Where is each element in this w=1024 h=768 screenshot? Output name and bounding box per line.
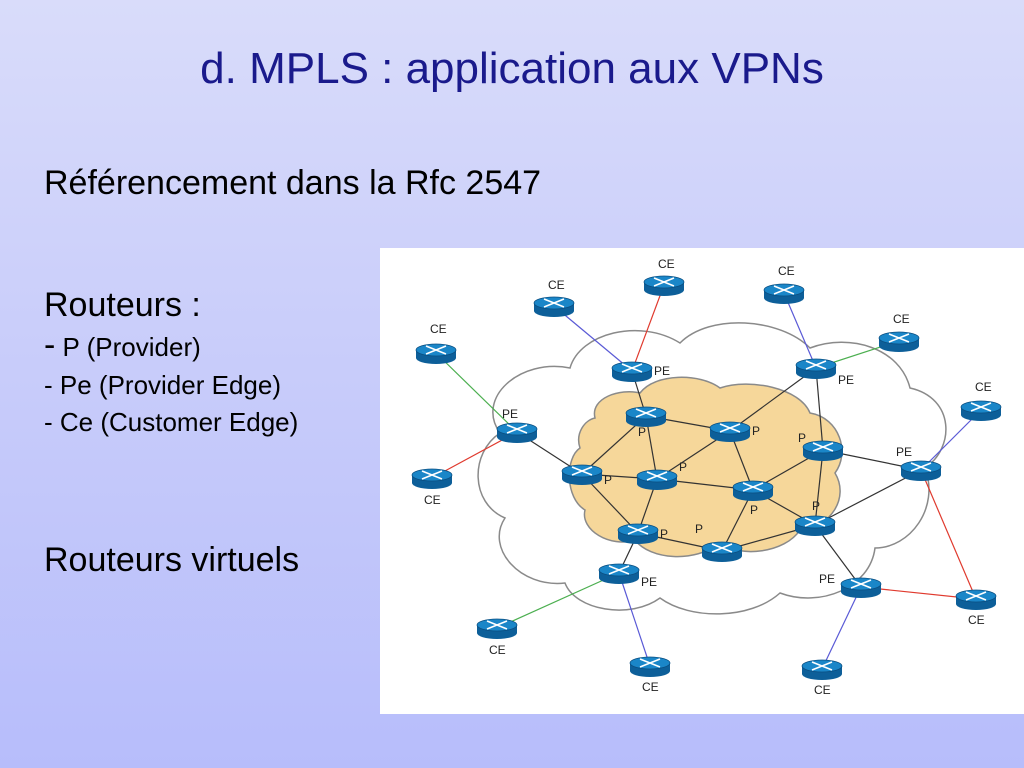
p4-router-icon (561, 464, 603, 485)
ce_tl-label: CE (430, 322, 447, 336)
ce_b2-router-icon (801, 659, 843, 680)
ce_bl-router-icon (476, 618, 518, 639)
router-type-ce: - Ce (Customer Edge) (44, 407, 299, 437)
link-pe_r-p9 (814, 469, 922, 526)
pe_r-label: PE (896, 445, 912, 459)
link-ce_bl-pe_bl (496, 572, 620, 629)
ce_br-router-icon (955, 589, 997, 610)
router-type-pe: - Pe (Provider Edge) (44, 370, 281, 400)
p5-label: P (679, 460, 687, 474)
link-ce_b2-pe_br (821, 586, 862, 670)
p9-router-icon (794, 515, 836, 536)
ce_r2-router-icon (960, 400, 1002, 421)
pe_br-router-icon (840, 577, 882, 598)
ce_l-label: CE (424, 493, 441, 507)
router-type-p: - P (Provider) (44, 325, 298, 367)
ce_r1-router-icon (878, 331, 920, 352)
link-pe_tr-p3 (815, 367, 824, 451)
router-type-p-label: P (Provider) (55, 332, 201, 362)
pe_tr-label: PE (838, 373, 854, 387)
ce_br-label: CE (968, 613, 985, 627)
p7-label: P (660, 527, 668, 541)
link-p3-p9 (814, 449, 824, 526)
pe_tr-router-icon (795, 358, 837, 379)
pe_bl-label: PE (641, 575, 657, 589)
pe_tl-label: PE (654, 364, 670, 378)
mpls-network-svg: CE CE CE CE CE CE CE CE CE CE CE PE PE PE PE PE PE P P P P P P… (411, 257, 1002, 697)
ce_t1-router-icon (533, 296, 575, 317)
p8-router-icon (701, 541, 743, 562)
mpls-vpn-diagram: CE CE CE CE CE CE CE CE CE CE CE PE PE PE PE PE PE P P P P P P… (380, 248, 1024, 714)
p6-label: P (750, 503, 758, 517)
routers-heading: Routeurs : (44, 286, 201, 324)
link-ce_tl-pe_l (435, 352, 518, 433)
bullet-dash: - (44, 326, 56, 364)
ce_l-router-icon (411, 468, 453, 489)
routers-block: Routeurs : - P (Provider) - Pe (Provider… (44, 286, 298, 441)
ce_b1-router-icon (629, 656, 671, 677)
pe_r-router-icon (900, 460, 942, 481)
p9-label: P (812, 499, 820, 513)
ce_r1-label: CE (893, 312, 910, 326)
link-ce_br-pe_r (920, 469, 977, 600)
p7-router-icon (617, 523, 659, 544)
pe_br-label: PE (819, 572, 835, 586)
p3-router-icon (802, 440, 844, 461)
p5-router-icon (636, 469, 678, 490)
p6-router-icon (732, 480, 774, 501)
p2-router-icon (709, 421, 751, 442)
ce_r2-label: CE (975, 380, 992, 394)
link-ce_t2-pe_tl (631, 284, 665, 372)
slide-title: d. MPLS : application aux VPNs (200, 44, 824, 93)
ce_t2-router-icon (643, 275, 685, 296)
p8-label: P (695, 522, 703, 536)
link-ce_t3-pe_tr (783, 292, 817, 369)
p1-label: P (638, 425, 646, 439)
ce_b1-label: CE (642, 680, 659, 694)
p4-label: P (604, 473, 612, 487)
pe_tl-router-icon (611, 361, 653, 382)
ce_t3-label: CE (778, 264, 795, 278)
link-ce_b1-pe_bl (618, 572, 651, 667)
p2-label: P (752, 424, 760, 438)
virtual-routers-text: Routeurs virtuels (44, 541, 300, 579)
link-ce_t1-pe_tl (553, 305, 633, 372)
pe_l-router-icon (496, 422, 538, 443)
p3-label: P (798, 431, 806, 445)
ce_t1-label: CE (548, 278, 565, 292)
pe_bl-router-icon (598, 563, 640, 584)
pe_l-label: PE (502, 407, 518, 421)
ce_t2-label: CE (658, 257, 675, 271)
p1-router-icon (625, 406, 667, 427)
ce_bl-label: CE (489, 643, 506, 657)
ce_b2-label: CE (814, 683, 831, 697)
link-pe_tr-p2 (729, 367, 817, 432)
ce_t3-router-icon (763, 283, 805, 304)
rfc-reference-text: Référencement dans la Rfc 2547 (44, 164, 542, 202)
ce_tl-router-icon (415, 343, 457, 364)
